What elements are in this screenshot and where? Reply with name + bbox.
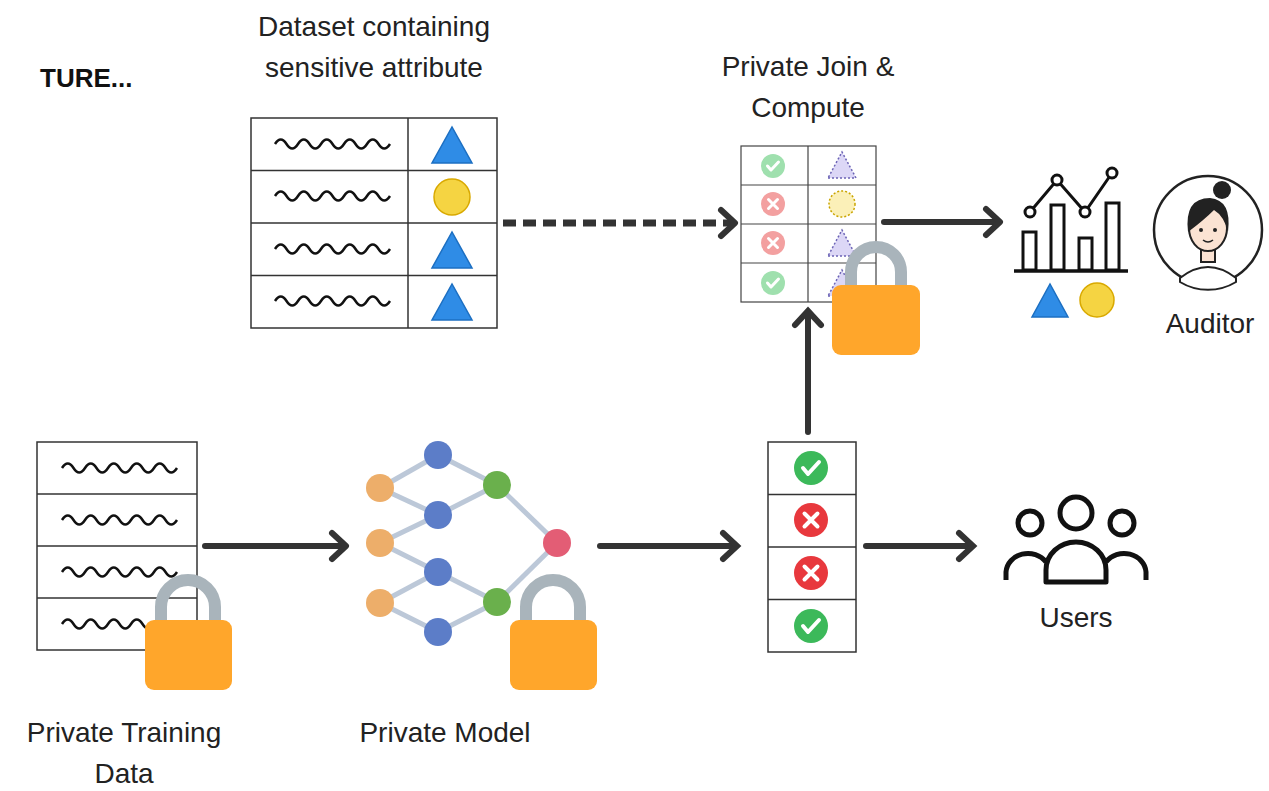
triangle-symbol <box>1032 284 1068 317</box>
users-node: Users <box>995 495 1160 645</box>
connector-line <box>884 219 998 225</box>
auditor-avatar <box>1154 176 1262 290</box>
node-label: Private Model <box>325 712 565 753</box>
node-label: Private Training Data <box>6 712 242 791</box>
arrowhead <box>332 533 346 559</box>
lock-icon <box>145 580 232 690</box>
model-node: Private Model <box>360 432 600 647</box>
training-data-node: Private Training Data <box>37 442 197 650</box>
auditor-node: Auditor <box>1005 165 1265 345</box>
connector-arrow <box>884 209 1000 235</box>
flow-arrow <box>795 311 821 432</box>
neural-network <box>366 441 571 646</box>
node-label: Users <box>1016 597 1136 638</box>
users-icon <box>1006 497 1146 582</box>
lock-icon <box>832 247 920 355</box>
circle-symbol <box>1080 283 1114 317</box>
connector-arrow <box>205 533 346 559</box>
arrowhead <box>986 209 1000 235</box>
node-label: Private Join & Compute <box>693 46 923 128</box>
flow-arrow <box>866 533 973 559</box>
dataset-node: Dataset containing sensitive attribute <box>251 118 497 328</box>
node-label: Dataset containing sensitive attribute <box>231 6 517 88</box>
arrowhead <box>721 210 735 236</box>
join-node: Private Join & Compute <box>741 146 876 302</box>
connector-line <box>205 543 344 549</box>
chart-icon <box>1014 168 1128 271</box>
training-table <box>37 442 197 650</box>
section-heading: TURE... <box>40 62 132 94</box>
lock-icon <box>510 580 597 690</box>
flow-arrow <box>600 533 737 559</box>
dataset-table <box>251 118 497 328</box>
connector-line <box>503 220 733 227</box>
node-label: Auditor <box>1158 303 1262 344</box>
connector-arrow <box>503 210 735 236</box>
prediction-list <box>768 442 856 652</box>
